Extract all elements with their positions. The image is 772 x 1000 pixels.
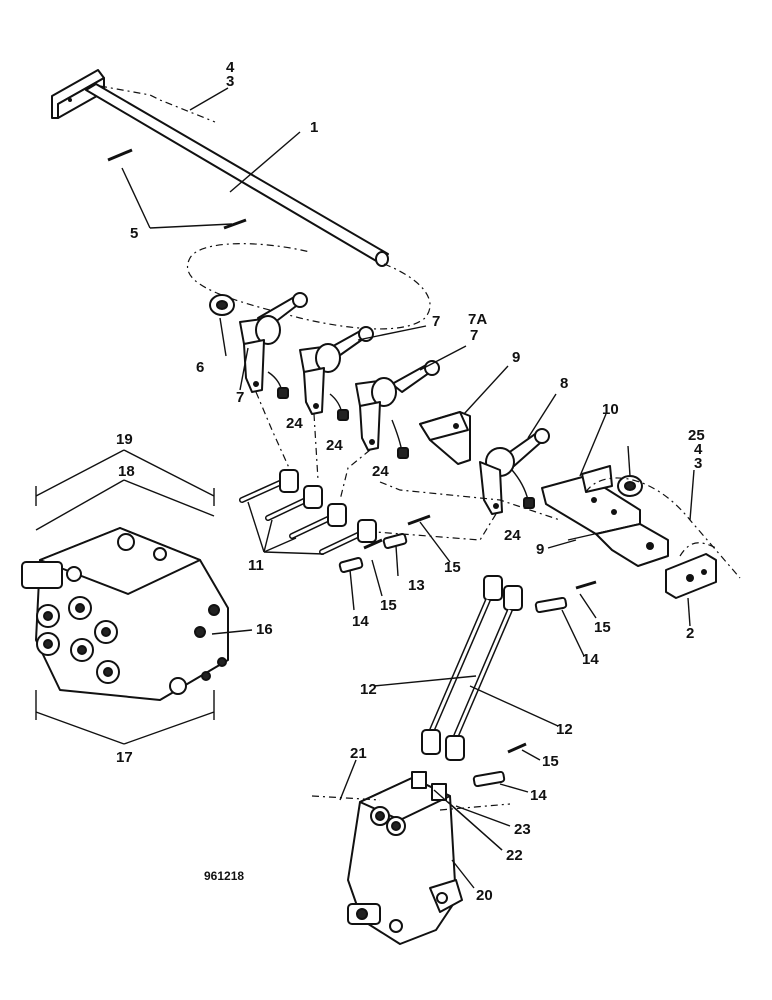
- centreline: [311, 795, 381, 801]
- cross-shaft: [51, 69, 389, 267]
- grouping-lines: [35, 449, 215, 745]
- mounting-bracket: [541, 465, 669, 567]
- callout-13: 13: [408, 577, 425, 594]
- centreline: [379, 481, 561, 521]
- washer: [617, 475, 643, 497]
- callout-24: 24: [286, 415, 303, 432]
- callout-2: 2: [686, 625, 694, 642]
- drawing-number: 961218: [204, 869, 244, 883]
- grease-nipple: [267, 371, 535, 509]
- callout-24d: 24: [504, 527, 521, 544]
- split-pin: [363, 514, 597, 754]
- callout-18: 18: [118, 463, 135, 480]
- control-valve-block: [21, 527, 229, 701]
- control-lever-8: [479, 428, 550, 515]
- clevis-pin: [338, 532, 568, 788]
- callout-23: 23: [514, 821, 531, 838]
- callout-14c: 14: [530, 787, 547, 804]
- assembly-loop: [187, 243, 431, 330]
- washer: [209, 294, 235, 316]
- callout-12b: 12: [556, 721, 573, 738]
- callout-24b: 24: [326, 437, 343, 454]
- callout-15: 15: [380, 597, 397, 614]
- clevis-link: [239, 469, 377, 555]
- callout-6: 6: [196, 359, 204, 376]
- callout-21: 21: [350, 745, 367, 762]
- callout-7: 7: [236, 389, 244, 406]
- callout-14: 14: [352, 613, 369, 630]
- callout-15d: 15: [542, 753, 559, 770]
- centreline: [255, 391, 291, 471]
- callout-5: 5: [130, 225, 138, 242]
- callout-1: 1: [310, 119, 318, 136]
- callout-9: 9: [512, 349, 520, 366]
- callout-15b: 15: [444, 559, 461, 576]
- callout-8: 8: [560, 375, 568, 392]
- callout-3: 3: [226, 73, 234, 90]
- control-lever: [355, 360, 440, 451]
- callout-9b: 9: [536, 541, 544, 558]
- callout-25: 25: [688, 427, 705, 444]
- control-lever: [239, 292, 308, 393]
- centreline: [585, 477, 741, 579]
- callout-14b: 14: [582, 651, 599, 668]
- callout-16: 16: [256, 621, 273, 638]
- callout-19: 19: [116, 431, 133, 448]
- centreline: [313, 413, 319, 481]
- callout-12: 12: [360, 681, 377, 698]
- callout-7a: 7A: [468, 311, 487, 328]
- centreline: [439, 803, 511, 811]
- spool-valve: [347, 771, 463, 945]
- callout-10: 10: [602, 401, 619, 418]
- callout-3b: 3: [694, 455, 702, 472]
- leader-lines: [121, 87, 695, 889]
- callout-15c: 15: [594, 619, 611, 636]
- control-rod: [421, 575, 523, 761]
- callout-7c: 7: [470, 327, 478, 344]
- centreline: [339, 449, 371, 501]
- split-pin: [107, 148, 247, 230]
- callout-17: 17: [116, 749, 133, 766]
- callout-11: 11: [248, 557, 264, 574]
- callout-4b: 4: [694, 441, 703, 458]
- centreline: [679, 542, 717, 557]
- callout-24c: 24: [372, 463, 389, 480]
- callout-7b: 7: [432, 313, 440, 330]
- lever-bracket: [419, 411, 471, 465]
- flange-plate: [665, 553, 717, 599]
- callout-20: 20: [476, 887, 493, 904]
- callout-4: 4: [226, 59, 235, 76]
- callout-22: 22: [506, 847, 523, 864]
